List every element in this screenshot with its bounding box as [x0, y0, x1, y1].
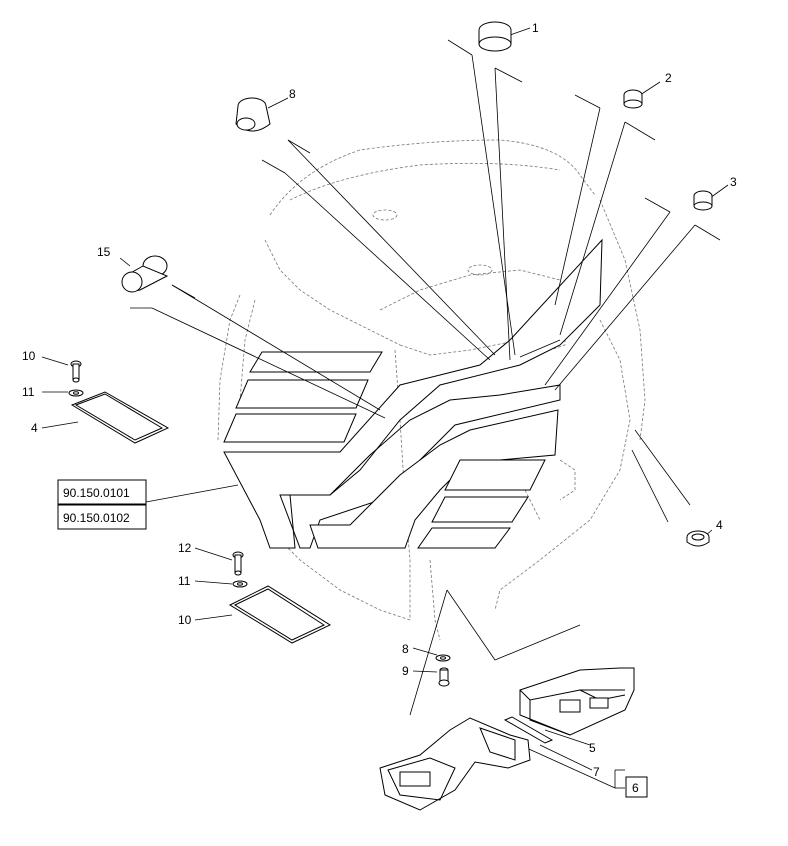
plate-4: [70, 391, 170, 444]
callout-15: 15: [97, 245, 111, 259]
callout-1: 1: [532, 21, 539, 35]
callout-7: 7: [593, 765, 600, 779]
plate-10: [228, 585, 332, 644]
callout-8-top: 8: [289, 87, 296, 101]
callout-6[interactable]: 6: [632, 781, 639, 795]
callout-10-lower: 10: [178, 613, 192, 627]
part-1-plug: [478, 21, 512, 52]
part-5-duct: [519, 667, 635, 736]
part-3-plug: [693, 190, 713, 211]
callout-9: 9: [402, 664, 409, 678]
callout-10-top: 10: [22, 349, 36, 363]
callout-3: 3: [730, 175, 737, 189]
reference-boxes: 90.150.0101 90.150.0102: [57, 479, 147, 530]
part-8-cap: [235, 97, 271, 132]
callout-4-right: 4: [716, 518, 723, 532]
callout-4-left: 4: [31, 421, 38, 435]
bolt-9: [438, 667, 450, 687]
insulation-panels: [223, 238, 603, 549]
reference-box-1[interactable]: [57, 479, 147, 505]
washer-11-lower: [232, 580, 248, 588]
reference-box-2[interactable]: [57, 504, 147, 530]
washer-8-lower: [435, 654, 451, 662]
bolt-12: [232, 551, 244, 576]
part-15-bushing: [121, 255, 169, 293]
callout-2: 2: [665, 71, 672, 85]
callout-11-top: 11: [22, 385, 35, 399]
callout-12: 12: [178, 541, 192, 555]
callout-5: 5: [589, 741, 596, 755]
callout-8-lower: 8: [402, 642, 409, 656]
leader-lines: [41, 27, 729, 789]
callout-6-box: [625, 776, 648, 798]
part-6-duct: [379, 717, 531, 811]
reference-2[interactable]: 90.150.0102: [63, 511, 130, 525]
reference-1[interactable]: 90.150.0101: [63, 486, 130, 500]
washer-11: [68, 389, 84, 397]
part-7-strip: [503, 716, 554, 744]
part-2-plug: [623, 89, 643, 109]
bolt-10: [70, 360, 82, 383]
callout-11-lower: 11: [178, 574, 191, 588]
part-4-grommet: [686, 530, 710, 547]
callout-labels: 1 2 3 4 8 15 10 11 4 12 11 10 8 9 5 7 6: [22, 21, 737, 798]
